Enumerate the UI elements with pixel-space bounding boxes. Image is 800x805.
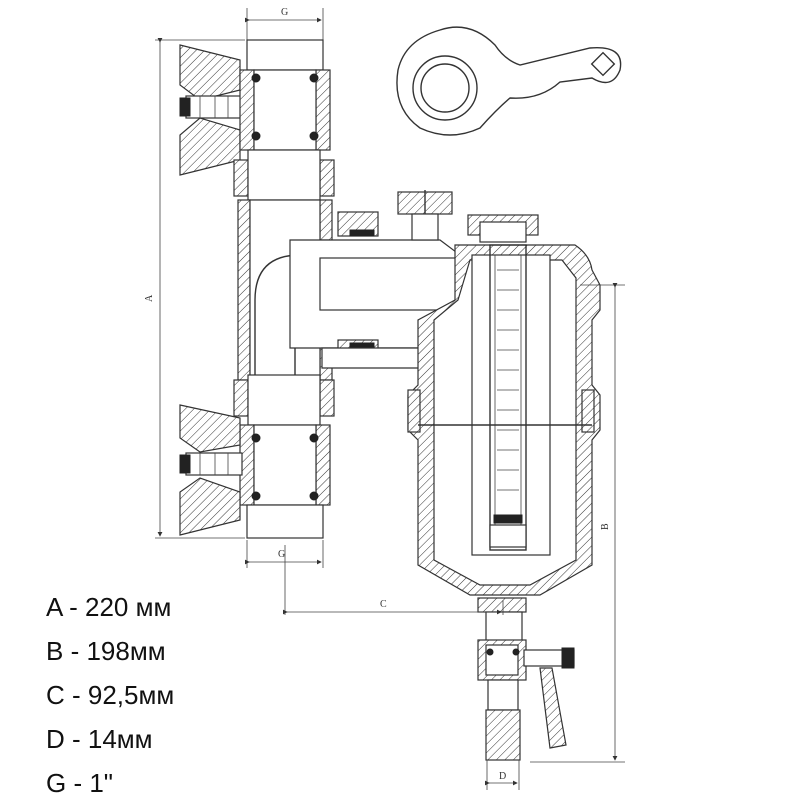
legend-item-a: A - 220 мм <box>46 592 172 622</box>
magnet-stack <box>497 269 519 491</box>
dimension-legend: A - 220 мм B - 198мм C - 92,5мм D - 14мм… <box>46 585 174 805</box>
dim-label-a: A <box>144 294 155 302</box>
dim-label-b: B <box>600 523 611 530</box>
dim-label-d: D <box>499 771 506 782</box>
legend-item-b: B - 198мм <box>46 636 166 666</box>
drain-valve <box>477 597 575 761</box>
lower-valve-handle <box>179 404 243 536</box>
dim-label-g-top: G <box>281 7 288 18</box>
dim-label-c: C <box>380 599 387 610</box>
upper-valve-handle <box>179 44 243 176</box>
dimension-g-top: G <box>245 7 324 42</box>
dim-label-g-bottom: G <box>278 549 285 560</box>
wrench-tool-icon <box>396 26 622 136</box>
legend-item-d: D - 14мм <box>46 724 153 754</box>
dimension-b: B <box>530 283 625 763</box>
dimension-a: A <box>144 38 245 539</box>
dimension-c: C <box>283 545 504 615</box>
legend-item-c: C - 92,5мм <box>46 680 175 710</box>
legend-item-g: G - 1" <box>46 768 114 798</box>
dimension-d: D <box>485 760 520 790</box>
filter-body <box>407 214 601 596</box>
